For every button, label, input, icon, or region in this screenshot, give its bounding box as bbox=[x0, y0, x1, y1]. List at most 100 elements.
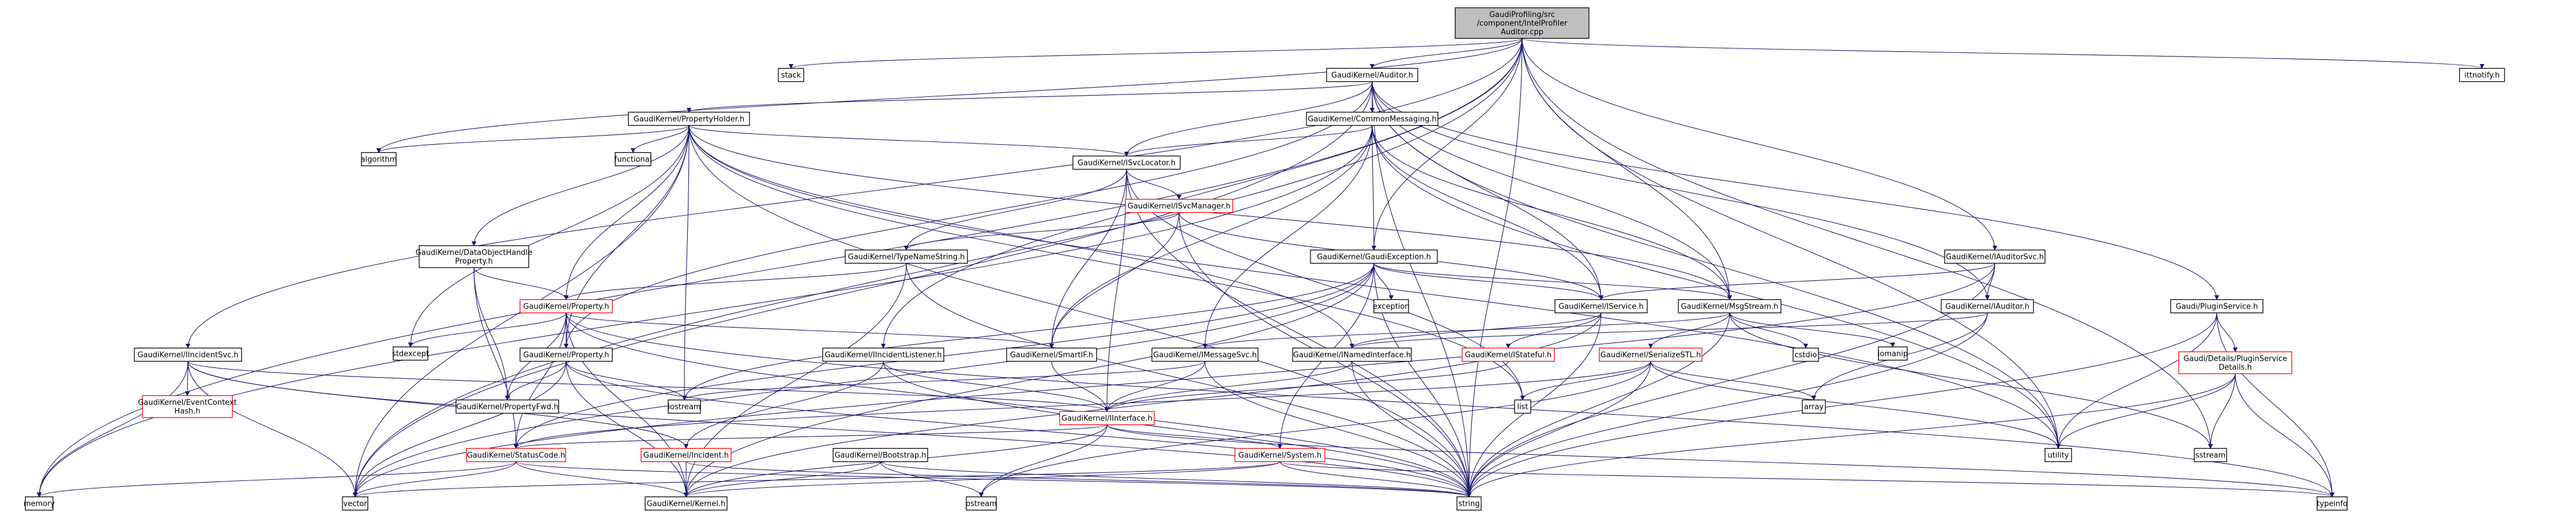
node-box-gk_iauditor_h[interactable] bbox=[1941, 299, 2034, 314]
node-box-array[interactable] bbox=[1802, 399, 1826, 414]
node-box-typeinfo[interactable] bbox=[2317, 496, 2348, 511]
node-gk_incident_h[interactable]: GaudiKernel/Incident.h bbox=[641, 448, 732, 463]
node-vector[interactable]: vector bbox=[342, 496, 368, 511]
node-list[interactable]: list bbox=[1514, 399, 1531, 414]
node-box-gaudi_details_pluginservicedetails_h[interactable] bbox=[2178, 351, 2292, 374]
node-box-gk_property_h[interactable] bbox=[519, 347, 613, 362]
node-box-iostream[interactable] bbox=[668, 399, 701, 414]
node-box-root[interactable] bbox=[1455, 7, 1590, 39]
node-gk_kernel_h[interactable]: GaudiKernel/Kernel.h bbox=[645, 496, 728, 511]
node-box-algorithm[interactable] bbox=[361, 152, 397, 167]
node-sstream[interactable]: sstream bbox=[2194, 448, 2227, 463]
node-gk_typenamestring_h[interactable]: GaudiKernel/TypeNameString.h bbox=[845, 249, 968, 264]
node-typeinfo[interactable]: typeinfo bbox=[2317, 496, 2348, 511]
node-gk_gaudiexception_h[interactable]: GaudiKernel/GaudiException.h bbox=[1310, 249, 1438, 264]
node-gk_iincidentlistener_h[interactable]: GaudiKernel/IIncidentListener.h bbox=[822, 347, 944, 362]
node-gk_iauditorsvc_h[interactable]: GaudiKernel/IAuditorSvc.h bbox=[1944, 249, 2046, 264]
node-box-memory[interactable] bbox=[25, 496, 54, 511]
node-box-gk_gaudiexception_h[interactable] bbox=[1310, 249, 1438, 264]
node-box-ittnotify_h[interactable] bbox=[2459, 67, 2505, 82]
node-box-sstream[interactable] bbox=[2194, 448, 2227, 463]
node-box-gk_propertyfwd_h[interactable] bbox=[455, 399, 559, 414]
node-gk_serializestl_h[interactable]: GaudiKernel/SerializeSTL.h bbox=[1599, 347, 1703, 362]
node-box-gk_commonmessaging_h[interactable] bbox=[1306, 111, 1438, 126]
node-box-gk_iservice_h[interactable] bbox=[1554, 299, 1648, 314]
node-box-gk_eventcontexthash_h[interactable] bbox=[142, 395, 233, 418]
node-cstdio[interactable]: cstdio bbox=[1792, 347, 1819, 362]
node-box-stdexcept[interactable] bbox=[393, 346, 428, 361]
node-box-gk_dataobjecthandleproperty_h[interactable] bbox=[419, 245, 529, 268]
node-box-gk_inamedinterface_h[interactable] bbox=[1292, 347, 1412, 362]
node-box-gk_statuscode_h[interactable] bbox=[466, 448, 566, 463]
node-gk_istateful_h[interactable]: GaudiKernel/IStateful.h bbox=[1462, 347, 1555, 362]
node-box-gk_isvcmanager_h[interactable] bbox=[1125, 198, 1233, 213]
node-gk_commonmessaging_h[interactable]: GaudiKernel/CommonMessaging.h bbox=[1306, 111, 1438, 126]
node-algorithm[interactable]: algorithm bbox=[361, 152, 397, 167]
node-box-gk_iauditorsvc_h[interactable] bbox=[1944, 249, 2046, 264]
node-box-gk_iincidentsvc_h[interactable] bbox=[134, 347, 242, 362]
node-gk_auditor_h[interactable]: GaudiKernel/Auditor.h bbox=[1326, 67, 1418, 82]
node-box-gk_isvclocator_h[interactable] bbox=[1072, 155, 1181, 170]
node-gk_iservice_h[interactable]: GaudiKernel/IService.h bbox=[1554, 299, 1648, 314]
node-gk_inamedinterface_h[interactable]: GaudiKernel/INamedInterface.h bbox=[1292, 347, 1412, 362]
node-box-gk_propertyholder_h[interactable] bbox=[628, 111, 750, 126]
node-gk_iincidentsvc_h[interactable]: GaudiKernel/IIncidentSvc.h bbox=[134, 347, 242, 362]
node-box-iomanip[interactable] bbox=[1878, 346, 1908, 361]
node-exception[interactable]: exception bbox=[1373, 299, 1410, 314]
node-box-gk_iinterface_h[interactable] bbox=[1059, 411, 1155, 426]
node-ittnotify_h[interactable]: ittnotify.h bbox=[2459, 67, 2505, 82]
node-box-cstdio[interactable] bbox=[1792, 347, 1819, 362]
node-ostream[interactable]: ostream bbox=[966, 496, 997, 511]
node-box-list[interactable] bbox=[1514, 399, 1531, 414]
node-box-functional[interactable] bbox=[615, 152, 651, 167]
node-box-gk_msgstream_h[interactable] bbox=[1678, 299, 1782, 314]
node-box-gk_serializestl_h[interactable] bbox=[1599, 347, 1703, 362]
node-gk_bootstrap_h[interactable]: GaudiKernel/Bootstrap.h bbox=[833, 448, 928, 463]
node-gk_propertyfwd_h[interactable]: GaudiKernel/PropertyFwd.h bbox=[455, 399, 559, 414]
node-gk_isvclocator_h[interactable]: GaudiKernel/ISvcLocator.h bbox=[1072, 155, 1181, 170]
node-memory[interactable]: memory bbox=[24, 496, 55, 511]
node-box-utility[interactable] bbox=[2044, 448, 2072, 463]
node-stack[interactable]: stack bbox=[778, 67, 804, 82]
node-root[interactable]: GaudiProfiling/src/component/IntelProfil… bbox=[1455, 7, 1590, 39]
node-box-gk_incident_h[interactable] bbox=[641, 448, 732, 463]
node-box-gaudi_pluginservice_h[interactable] bbox=[2170, 299, 2264, 314]
node-functional[interactable]: functional bbox=[615, 152, 652, 167]
node-gk_property_h[interactable]: GaudiKernel/Property.h bbox=[519, 347, 613, 362]
node-box-string[interactable] bbox=[1456, 496, 1482, 511]
node-box-stack[interactable] bbox=[778, 67, 804, 82]
node-box-ostream[interactable] bbox=[966, 496, 997, 511]
node-box-gk_imessagesvc_h[interactable] bbox=[1151, 347, 1259, 362]
node-box-exception[interactable] bbox=[1373, 299, 1409, 314]
node-box-gk_smartif_h[interactable] bbox=[1006, 347, 1097, 362]
node-box-gk_bootstrap_h[interactable] bbox=[833, 448, 928, 463]
node-box-gk_auditor_h[interactable] bbox=[1326, 67, 1418, 82]
node-box-gk_iincidentlistener_h[interactable] bbox=[822, 347, 944, 362]
node-gk_system_h[interactable]: GaudiKernel/System.h bbox=[1234, 448, 1325, 463]
node-iostream[interactable]: iostream bbox=[668, 399, 701, 414]
node-box-gk_istateful_h[interactable] bbox=[1462, 347, 1555, 362]
node-gk_iauditor_h[interactable]: GaudiKernel/IAuditor.h bbox=[1941, 299, 2034, 314]
node-gk_statuscode_h[interactable]: GaudiKernel/StatusCode.h bbox=[466, 448, 566, 463]
node-utility[interactable]: utility bbox=[2044, 448, 2072, 463]
node-box-gk_typenamestring_h[interactable] bbox=[845, 249, 968, 264]
node-array[interactable]: array bbox=[1802, 399, 1826, 414]
node-gk_smartif_h[interactable]: GaudiKernel/SmartIF.h bbox=[1006, 347, 1097, 362]
node-box-vector[interactable] bbox=[342, 496, 368, 511]
node-iomanip[interactable]: iomanip bbox=[1878, 346, 1908, 361]
node-stdexcept[interactable]: stdexcept bbox=[392, 346, 429, 361]
node-gk_iinterface_h[interactable]: GaudiKernel/IInterface.h bbox=[1059, 411, 1155, 426]
node-gaudi_pluginservice_h[interactable]: Gaudi/PluginService.h bbox=[2170, 299, 2264, 314]
node-gk_property_red_h[interactable]: GaudiKernel/Property.h bbox=[519, 299, 613, 314]
node-box-gk_kernel_h[interactable] bbox=[645, 496, 728, 511]
node-string[interactable]: string bbox=[1456, 496, 1482, 511]
node-gk_imessagesvc_h[interactable]: GaudiKernel/IMessageSvc.h bbox=[1151, 347, 1259, 362]
node-gk_msgstream_h[interactable]: GaudiKernel/MsgStream.h bbox=[1678, 299, 1782, 314]
node-box-gk_property_red_h[interactable] bbox=[519, 299, 613, 314]
node-box-gk_system_h[interactable] bbox=[1234, 448, 1325, 463]
node-gk_propertyholder_h[interactable]: GaudiKernel/PropertyHolder.h bbox=[628, 111, 750, 126]
node-gk_isvcmanager_h[interactable]: GaudiKernel/ISvcManager.h bbox=[1125, 198, 1233, 213]
